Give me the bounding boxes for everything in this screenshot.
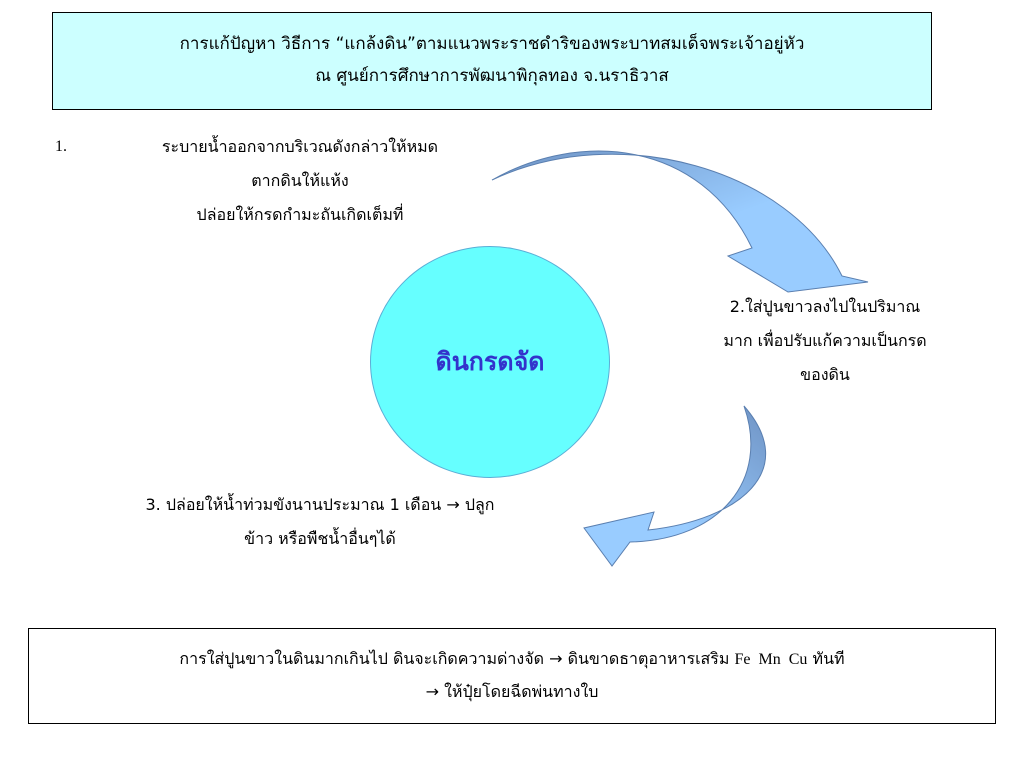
step1-text: ระบายน้ำออกจากบริเวณดังกล่าวให้หมด ตากดิ… (95, 130, 505, 232)
step3-line-2: ข้าว หรือพืชน้ำอื่นๆได้ (244, 529, 396, 548)
note-elements: Fe Mn Cu (734, 651, 808, 668)
title-line-2: ณ ศูนย์การศึกษาการพัฒนาพิกุลทอง จ.นราธิว… (315, 66, 669, 86)
step2-line-3: ของดิน (800, 365, 850, 384)
arrow-step2-to-step3 (583, 405, 767, 567)
step1-number: 1. (55, 138, 67, 155)
step2-text: 2.ใส่ปูนขาวลงไปในปริมาณ มาก เพื่อปรับแก้… (665, 290, 985, 392)
arrow-step1-to-step2 (491, 150, 869, 293)
step3-line-1: 3. ปล่อยให้น้ำท่วมขังนานประมาณ 1 เดือน →… (70, 488, 570, 522)
title-box: การแก้ปัญหา วิธีการ “แกล้งดิน”ตามแนวพระร… (52, 12, 932, 110)
step1-line-2: ตากดินให้แห้ง (251, 171, 349, 190)
note-post: ทันที (812, 649, 845, 668)
note-line-2: → ให้ปุ๋ยโดยฉีดพ่นทางใบ (29, 676, 995, 708)
note-line-2-text: ให้ปุ๋ยโดยฉีดพ่นทางใบ (444, 682, 599, 701)
step1-line-1: ระบายน้ำออกจากบริเวณดังกล่าวให้หมด (161, 137, 439, 156)
step3-line-1-post: ปลูก (464, 495, 495, 514)
note-pre: การใส่ปูนขาวในดินมากเกินไป ดินจะเกิดความ… (179, 649, 544, 668)
arrow-right-icon: → (425, 682, 439, 701)
note-mid: ดินขาดธาตุอาหารเสริม (567, 649, 730, 668)
note-box: การใส่ปูนขาวในดินมากเกินไป ดินจะเกิดความ… (28, 628, 996, 724)
step3-line-1-pre: 3. ปล่อยให้น้ำท่วมขังนานประมาณ 1 เดือน (145, 495, 442, 514)
arrow-right-icon: → (446, 495, 460, 514)
step2-line-1: 2.ใส่ปูนขาวลงไปในปริมาณ (729, 297, 921, 316)
step2-line-2: มาก เพื่อปรับแก้ความเป็นกรด (723, 331, 927, 350)
center-label: ดินกรดจัด (435, 347, 545, 376)
note-line-1: การใส่ปูนขาวในดินมากเกินไป ดินจะเกิดความ… (29, 643, 995, 676)
step3-text: 3. ปล่อยให้น้ำท่วมขังนานประมาณ 1 เดือน →… (70, 488, 570, 556)
acid-soil-circle: ดินกรดจัด (370, 246, 610, 478)
title-line-1: การแก้ปัญหา วิธีการ “แกล้งดิน”ตามแนวพระร… (179, 34, 805, 54)
arrow-right-icon: → (549, 649, 563, 668)
step1-line-3: ปล่อยให้กรดกำมะถันเกิดเต็มที่ (196, 205, 404, 224)
